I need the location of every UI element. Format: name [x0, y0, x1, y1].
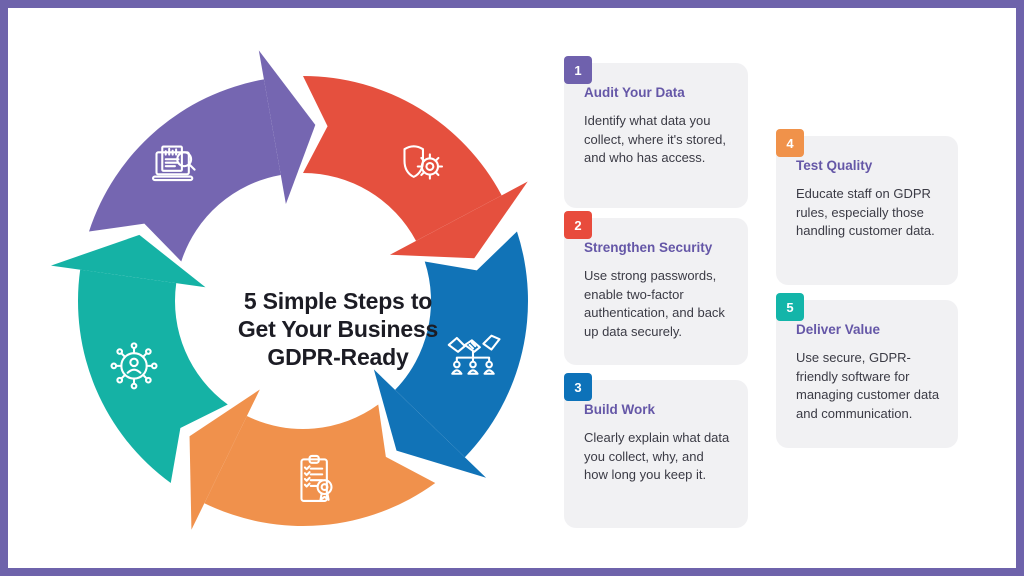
step-title: Audit Your Data [584, 85, 685, 100]
step-description: Clearly explain what data you collect, w… [584, 430, 730, 483]
step-card-test-quality: 4 Test Quality Educate staff on GDPR rul… [776, 129, 958, 285]
security-arrow [303, 76, 528, 259]
diagram-title-line2: Get Your Business [237, 316, 439, 342]
step-number-badge: 5 [776, 293, 804, 321]
step-description: Educate staff on GDPR rules, especially … [796, 186, 935, 239]
step-number-badge: 1 [564, 56, 592, 84]
diagram-title: 5 Simple Steps to Get Your Business GDPR… [208, 287, 468, 371]
step-description: Identify what data you collect, where it… [584, 113, 726, 166]
step-number-badge: 2 [564, 211, 592, 239]
diagram-title-line3: GDPR-Ready [267, 344, 409, 370]
step-title: Strengthen Security [584, 240, 713, 255]
diagram-title-line1: 5 Simple Steps to [243, 288, 433, 314]
step-description: Use strong passwords, enable two-factor … [584, 268, 725, 339]
step-title: Deliver Value [796, 322, 881, 337]
audit-arrow [89, 50, 316, 262]
test-quality-arrow [189, 389, 436, 530]
deliver-value-arrow [50, 234, 228, 484]
step-number-badge: 4 [776, 129, 804, 157]
cycle-diagram: 5 Simple Steps to Get Your Business GDPR… [43, 41, 563, 561]
step-description: Use secure, GDPR-friendly software for m… [796, 350, 940, 421]
step-card-deliver-value: 5 Deliver Value Use secure, GDPR-friendl… [776, 293, 958, 448]
person-network-icon [110, 342, 158, 390]
cycle-arrows-svg [50, 50, 528, 530]
step-title: Test Quality [796, 158, 873, 173]
step-title: Build Work [584, 402, 656, 417]
step-card-build-work: 3 Build Work Clearly explain what data y… [564, 373, 748, 528]
build-work-arrow [373, 231, 528, 478]
step-number-badge: 3 [564, 373, 592, 401]
step-card-audit-your-data: 1 Audit Your Data Identify what data you… [564, 56, 748, 208]
step-card-strengthen-security: 2 Strengthen Security Use strong passwor… [564, 211, 748, 365]
